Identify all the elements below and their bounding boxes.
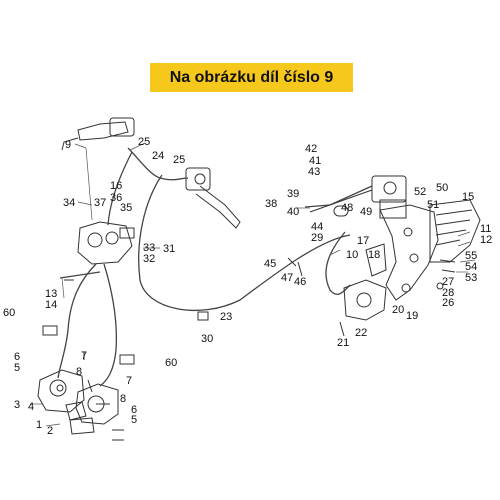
callout-16: 16 (110, 180, 122, 192)
rear-caliper (343, 243, 387, 321)
callout-28: 28 (442, 287, 454, 299)
callout-49: 49 (360, 206, 372, 218)
callout-7b: 7 (126, 375, 132, 387)
rear-master-cylinder (371, 175, 407, 219)
callout-47: 47 (281, 272, 293, 284)
callout-60b: 60 (165, 357, 177, 369)
callout-30: 30 (201, 333, 213, 345)
part-number-banner: Na obrázku díl číslo 9 (150, 63, 353, 92)
callout-labels: 9 25 24 25 16 37 36 35 34 33 31 32 13 14… (3, 136, 492, 437)
callout-43: 43 (308, 166, 320, 178)
right-master-cylinder (185, 167, 241, 229)
front-caliper-right (69, 383, 119, 435)
callout-9: 9 (65, 139, 71, 151)
callout-6a: 6 (14, 351, 20, 363)
callout-48: 48 (341, 202, 353, 214)
clip-right (119, 354, 135, 365)
callout-13: 13 (45, 288, 57, 300)
callout-44: 44 (311, 221, 323, 233)
callout-18: 18 (368, 249, 380, 261)
heat-guard (429, 199, 481, 263)
callout-22: 22 (355, 327, 367, 339)
callout-31: 31 (163, 243, 175, 255)
callout-36: 36 (110, 192, 122, 204)
front-caliper-upper (77, 221, 135, 265)
callout-60a: 60 (3, 307, 15, 319)
callout-40: 40 (287, 206, 299, 218)
left-master-cylinder (61, 117, 135, 151)
callout-52: 52 (414, 186, 426, 198)
callout-10: 10 (346, 249, 358, 261)
callout-2: 2 (47, 425, 53, 437)
callout-14: 14 (45, 299, 57, 311)
callout-29: 29 (311, 232, 323, 244)
callout-26: 26 (442, 297, 454, 309)
callout-19: 19 (406, 310, 418, 322)
callout-35: 35 (120, 202, 132, 214)
leader-lines (30, 142, 476, 427)
brake-hoses (57, 147, 373, 387)
callout-32: 32 (143, 253, 155, 265)
callout-12: 12 (480, 234, 492, 246)
callout-8b: 8 (120, 393, 126, 405)
callout-7a: 7 (81, 350, 87, 362)
callout-4: 4 (28, 401, 34, 413)
callout-5a: 5 (14, 362, 20, 374)
callout-34: 34 (63, 197, 75, 209)
callout-17: 17 (357, 235, 369, 247)
callout-21: 21 (337, 337, 349, 349)
bracket-plate (379, 204, 439, 301)
callout-39: 39 (287, 188, 299, 200)
callout-53: 53 (465, 272, 477, 284)
reservoir-hose (309, 189, 373, 213)
callout-46: 46 (294, 276, 306, 288)
callout-41: 41 (309, 155, 321, 167)
callout-50: 50 (436, 182, 448, 194)
callout-42: 42 (305, 143, 317, 155)
callout-15: 15 (462, 191, 474, 203)
clamp-48 (333, 205, 349, 217)
callout-51: 51 (427, 199, 439, 211)
callout-6b: 6 (131, 404, 137, 416)
clip-center (197, 311, 209, 321)
clip-left (42, 325, 58, 336)
callout-27: 27 (442, 276, 454, 288)
callout-38: 38 (265, 198, 277, 210)
callout-25b: 25 (173, 154, 185, 166)
callout-37: 37 (94, 197, 106, 209)
callout-25a: 25 (138, 136, 150, 148)
callout-24: 24 (152, 150, 164, 162)
callout-54: 54 (465, 261, 477, 273)
callout-33: 33 (143, 242, 155, 254)
callout-45: 45 (264, 258, 276, 270)
callout-3: 3 (14, 399, 20, 411)
callout-55: 55 (465, 250, 477, 262)
callout-8a: 8 (76, 366, 82, 378)
bolts (64, 257, 456, 441)
callout-11: 11 (480, 223, 491, 235)
callout-5b: 5 (131, 414, 137, 426)
callout-1: 1 (36, 419, 42, 431)
callout-20: 20 (392, 304, 404, 316)
callout-23: 23 (220, 311, 232, 323)
